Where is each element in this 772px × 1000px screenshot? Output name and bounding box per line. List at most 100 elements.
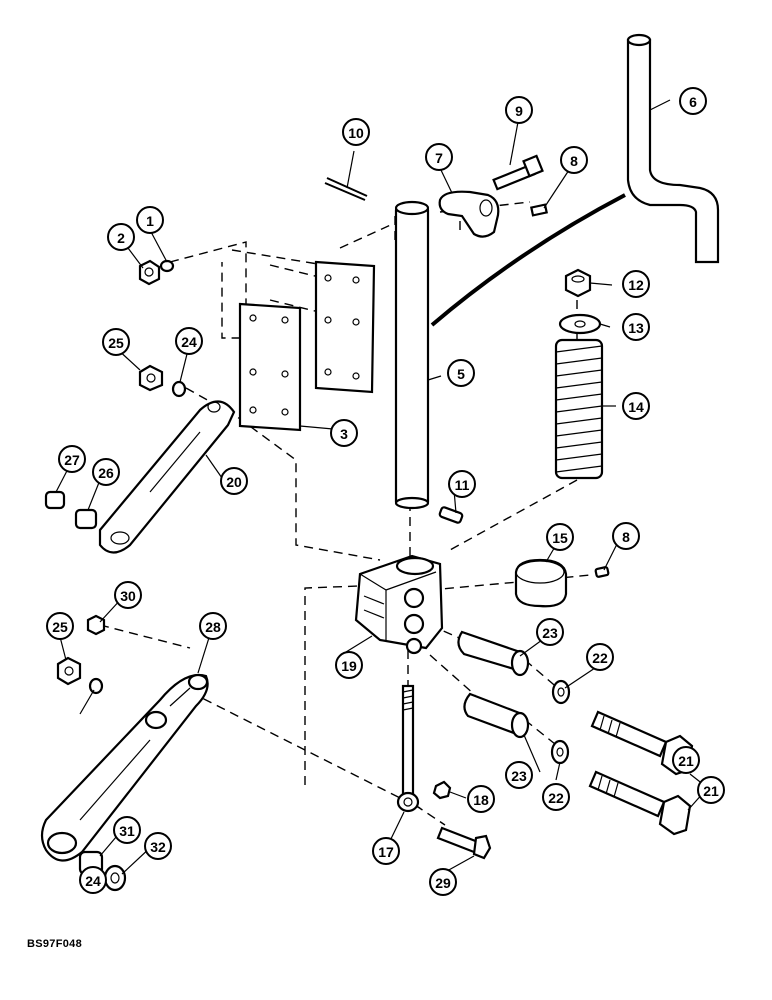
callout-number: 25 [108, 335, 124, 351]
callout-bubble: 28 [199, 612, 227, 640]
drawing-code-label: BS97F048 [27, 938, 82, 950]
callout-number: 8 [622, 529, 630, 545]
nut-washer-mid-part [138, 364, 187, 398]
nut-lower-part [86, 614, 106, 636]
nut-washer-top-part [138, 259, 175, 286]
callout-number: 32 [150, 839, 166, 855]
callout-number: 6 [689, 94, 697, 110]
callout-bubble: 32 [144, 832, 172, 860]
bolt-long-lower-part [588, 770, 692, 836]
callout-bubble: 21 [672, 746, 700, 774]
callout-bubble: 10 [342, 118, 370, 146]
callout-number: 24 [85, 873, 101, 889]
callout-number: 19 [341, 658, 357, 674]
callout-bubble: 13 [622, 313, 650, 341]
callout-bubble: 23 [536, 618, 564, 646]
callout-bubble: 8 [612, 522, 640, 550]
callout-number: 17 [378, 844, 394, 860]
callout-number: 8 [570, 153, 578, 169]
callout-bubble: 7 [425, 143, 453, 171]
washer-right-lower-part [550, 739, 570, 765]
callout-bubble: 15 [546, 523, 574, 551]
callout-number: 29 [435, 875, 451, 891]
collar-part [514, 558, 568, 608]
callout-bubble: 27 [58, 445, 86, 473]
arm-upper-part [98, 400, 236, 554]
callout-bubble: 25 [46, 612, 74, 640]
plate-pair-part [238, 260, 376, 432]
callout-number: 2 [117, 230, 125, 246]
bolt-small-part [492, 154, 544, 191]
callout-number: 21 [678, 753, 694, 769]
callout-bubble: 9 [505, 96, 533, 124]
callout-number: 23 [542, 625, 558, 641]
shaft-part [394, 200, 430, 510]
callout-number: 24 [181, 334, 197, 350]
nut-washer-lower-part [56, 656, 104, 695]
callout-bubble: 1 [136, 206, 164, 234]
small-nut-part [432, 780, 452, 800]
callout-bubble: 8 [560, 146, 588, 174]
callout-bubble: 25 [102, 328, 130, 356]
setscrew-mid-part [594, 566, 610, 578]
callout-number: 9 [515, 103, 523, 119]
callout-bubble: 30 [114, 581, 142, 609]
callout-number: 25 [52, 619, 68, 635]
callout-bubble: 20 [220, 467, 248, 495]
callout-number: 13 [628, 320, 644, 336]
callout-bubble: 6 [679, 87, 707, 115]
callout-bubble: 24 [79, 866, 107, 894]
callout-bubble: 19 [335, 651, 363, 679]
callout-bubble: 26 [92, 458, 120, 486]
callout-bubble: 21 [697, 776, 725, 804]
callout-number: 12 [628, 277, 644, 293]
bent-rod-part [626, 33, 720, 264]
callout-number: 11 [455, 477, 470, 493]
callout-number: 23 [511, 768, 527, 784]
arm-lower-part [40, 673, 209, 862]
callout-number: 14 [628, 399, 644, 415]
callout-bubble: 14 [622, 392, 650, 420]
callout-bubble: 22 [542, 783, 570, 811]
callout-number: 30 [120, 588, 136, 604]
callout-bubble: 18 [467, 785, 495, 813]
callout-bubble: 2 [107, 223, 135, 251]
callout-bubble: 29 [429, 868, 457, 896]
bracket-part [438, 190, 500, 238]
callout-bubble: 3 [330, 419, 358, 447]
callout-number: 26 [98, 465, 114, 481]
cable-part [430, 193, 626, 327]
sleeve-upper-part [457, 630, 530, 677]
callout-number: 28 [205, 619, 221, 635]
callout-number: 31 [119, 823, 135, 839]
callout-number: 22 [548, 790, 564, 806]
callout-number: 5 [457, 366, 465, 382]
callout-number: 10 [348, 125, 364, 141]
callout-number: 15 [552, 530, 568, 546]
callout-bubble: 24 [175, 327, 203, 355]
callout-number: 27 [64, 452, 80, 468]
callout-number: 18 [473, 792, 489, 808]
callout-number: 21 [703, 783, 719, 799]
nut-top-part [564, 268, 592, 298]
block-part [354, 554, 444, 655]
bolt-bottom-part [436, 826, 492, 860]
bushings-upper-part [44, 490, 98, 530]
callout-bubble: 11 [448, 470, 476, 498]
callout-number: 20 [226, 474, 242, 490]
callout-bubble: 23 [505, 761, 533, 789]
washer-top-part [558, 313, 602, 335]
callout-bubble: 5 [447, 359, 475, 387]
setscrew-top-part [530, 203, 548, 217]
callout-number: 7 [435, 150, 443, 166]
spring-part [554, 338, 604, 480]
callout-number: 3 [340, 426, 348, 442]
callout-bubble: 22 [586, 643, 614, 671]
washer-right-upper-part [551, 679, 571, 705]
eye-bolt-part [396, 684, 420, 813]
washer-lower-part [103, 864, 127, 892]
pin-part [324, 177, 368, 201]
